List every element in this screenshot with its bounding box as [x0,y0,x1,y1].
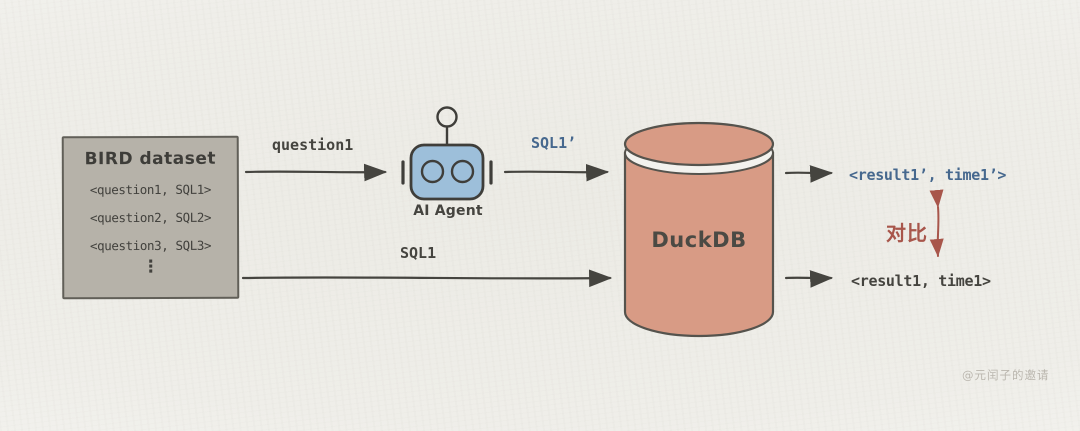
robot-icon [401,106,493,201]
dataset-item: <question3, SQL3> [89,237,212,254]
label-question1: question1 [272,136,354,154]
arrow-sql1-prime [503,163,610,182]
dataset-title: BIRD dataset [84,148,217,170]
robot-eye-left [420,159,445,184]
compare-double-arrow [929,189,944,257]
duckdb-label: DuckDB [651,228,747,252]
robot-eye-right [450,159,475,184]
robot-antenna-icon [436,106,458,128]
dataset-ellipsis-icon: ⋮ [142,256,160,278]
agent-result-text: <result1’, time1’> [849,166,1007,184]
dataset-item: <question1, SQL1> [89,181,211,198]
dataset-item: <question2, SQL2> [89,209,212,226]
label-sql1-prime: SQL1’ [531,134,577,152]
arrow-sql1 [241,269,613,288]
label-sql1: SQL1 [400,244,437,262]
bird-dataset-box: BIRD dataset <question1, SQL1> <question… [61,135,240,300]
ai-agent-label: AI Agent [413,203,483,219]
ground-truth-result-text: <result1, time1> [851,272,991,290]
robot-head [409,143,485,201]
watermark: @元闰子的邀请 [962,368,1050,382]
arrow-question1 [244,163,388,182]
compare-label: 对比 [886,221,928,245]
